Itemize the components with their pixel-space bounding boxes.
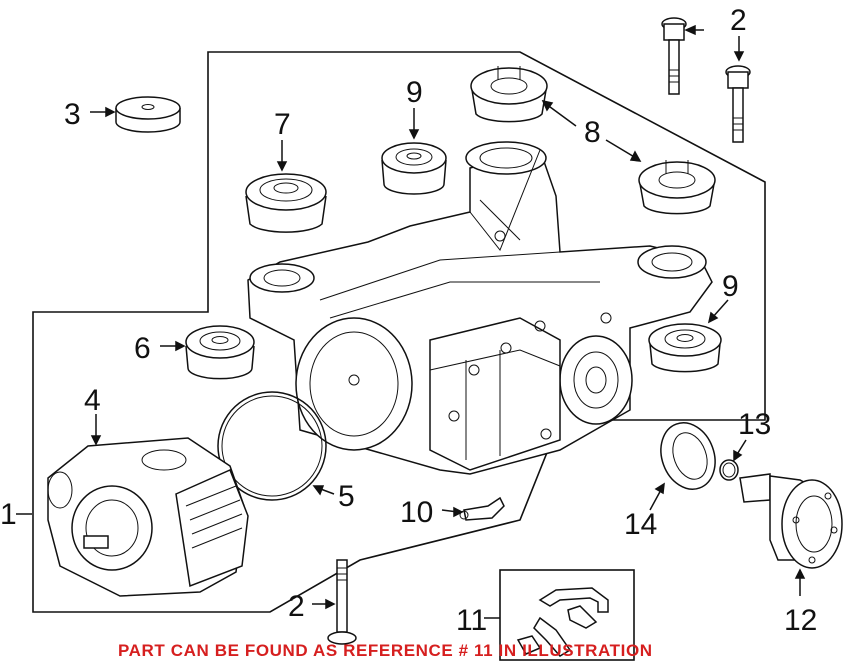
callout-2-bottom: 2 [288,590,305,623]
bolt-part-2-bottom [327,559,357,645]
cap-part-3 [115,96,181,133]
callout-10: 10 [400,496,433,529]
hose-part-10 [459,496,505,521]
mount-part-6 [185,325,255,380]
seal-part-14 [660,422,716,490]
callout-6: 6 [134,332,151,365]
callout-14: 14 [624,508,657,541]
differential-housing [247,141,713,475]
callout-4: 4 [84,384,101,417]
actuator-part-4 [47,437,249,597]
callout-1: 1 [0,498,17,531]
callout-3: 3 [64,98,81,131]
snap-ring-part-13 [719,459,739,481]
bolt-part-2-top-left [661,17,687,95]
assembly-outline [32,51,766,613]
mount-part-7 [245,173,327,233]
mount-part-9-lower [648,323,722,373]
o-ring-part-5 [217,391,327,501]
callout-8: 8 [584,116,601,149]
hose-kit-part-11-box [499,569,635,661]
callout-9-upper: 9 [406,76,423,109]
callout-7: 7 [274,108,291,141]
callout-13: 13 [738,408,771,441]
mount-part-9-upper [381,142,447,195]
bolt-part-2-top-right [725,65,751,143]
flange-part-12 [739,473,843,569]
mount-part-8-upper [470,66,548,123]
callout-11: 11 [456,604,487,637]
callout-2-top: 2 [730,4,747,37]
leader-lines [16,24,806,619]
reference-note: PART CAN BE FOUND AS REFERENCE # 11 IN I… [118,641,653,660]
callout-5: 5 [338,480,355,513]
callout-12: 12 [784,604,817,637]
mount-part-8-lower [638,160,716,215]
callout-9-lower: 9 [722,270,739,303]
